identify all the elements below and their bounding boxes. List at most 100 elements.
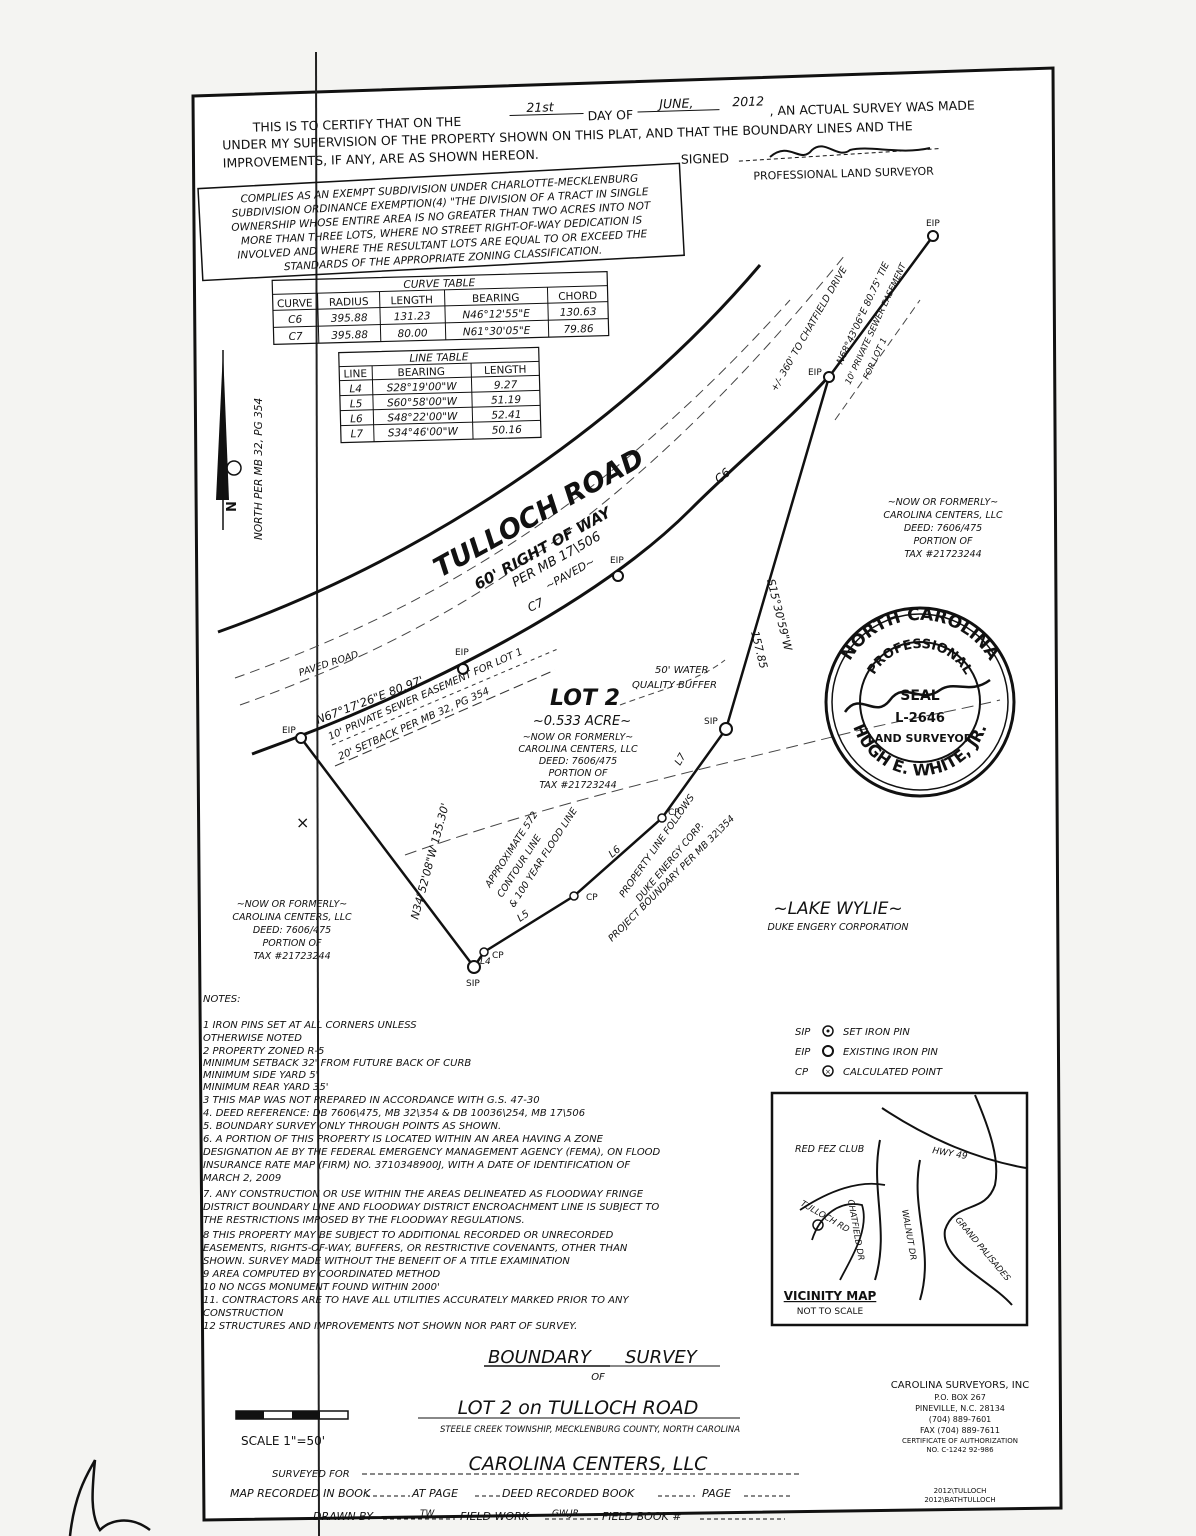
svg-text:THIS IS TO CERTIFY THAT ON THE: THIS IS TO CERTIFY THAT ON THE bbox=[252, 114, 462, 135]
eip-point bbox=[823, 371, 835, 383]
label-cp-3: CP bbox=[492, 951, 504, 961]
sip-point bbox=[467, 960, 481, 974]
scale-label: SCALE 1"=50' bbox=[241, 1434, 325, 1448]
adj-west-0: ~NOW OR FORMERLY~ bbox=[237, 899, 348, 910]
legend-text-1: EXISTING IRON PIN bbox=[843, 1047, 938, 1058]
label-sip-2: SIP bbox=[466, 979, 480, 989]
adjoiner-east: ~NOW OR FORMERLY~ CAROLINA CENTERS, LLC … bbox=[883, 497, 1003, 560]
label-eip-5: EIP bbox=[926, 219, 940, 229]
adj-west-2: DEED: 7606/475 bbox=[253, 925, 331, 936]
x-mark: × bbox=[296, 813, 309, 832]
line-r2-c2: 52.41 bbox=[491, 409, 521, 422]
water-buffer-line bbox=[619, 659, 726, 706]
cp-point bbox=[657, 813, 667, 823]
title-client: CAROLINA CENTERS, LLC bbox=[469, 1453, 708, 1475]
notes: NOTES: 1 IRON PINS SET AT ALL CORNERS UN… bbox=[203, 994, 661, 1332]
label-sip-1: SIP bbox=[704, 717, 718, 727]
eip-point bbox=[927, 230, 939, 242]
curve-r0-c3: N46°12'55"E bbox=[462, 308, 530, 322]
curve-table: CURVE TABLE CURVE RADIUS LENGTH BEARING … bbox=[271, 270, 610, 345]
svg-text:×: × bbox=[825, 1068, 831, 1076]
adj-west-3: PORTION OF bbox=[263, 938, 322, 949]
label-eip-2: EIP bbox=[455, 648, 469, 658]
survey-points: EIP EIP EIP EIP EIP SIP SIP CP CP CP L4 bbox=[282, 219, 940, 989]
north-arrow: N NORTH PER MB 32, PG 354 bbox=[216, 350, 265, 540]
note-13: 7. ANY CONSTRUCTION OR USE WITHIN THE AR… bbox=[203, 1189, 644, 1200]
adj-east-4: TAX #21723244 bbox=[904, 549, 981, 560]
curve-r1-c1: 395.88 bbox=[331, 329, 368, 342]
curve-h-0: CURVE bbox=[277, 297, 313, 310]
curve-r0-c2: 131.23 bbox=[394, 310, 431, 323]
notes-title: NOTES: bbox=[203, 994, 241, 1005]
note-10: DESIGNATION AE BY THE FEDERAL EMERGENCY … bbox=[203, 1147, 661, 1158]
note-7: 4. DEED REFERENCE: DB 7606\475, MB 32\35… bbox=[203, 1108, 585, 1119]
vm-subtitle: NOT TO SCALE bbox=[797, 1307, 864, 1317]
note-12: MARCH 2, 2009 bbox=[203, 1173, 281, 1184]
line-r0-c1: S28°19'00"W bbox=[386, 381, 457, 395]
vm-grand-palisades bbox=[943, 1094, 1013, 1306]
legend: SIP SET IRON PIN EIP EXISTING IRON PIN C… bbox=[795, 1025, 943, 1078]
note-23: 12 STRUCTURES AND IMPROVEMENTS NOT SHOWN… bbox=[203, 1321, 577, 1332]
note-16: 8 THIS PROPERTY MAY BE SUBJECT TO ADDITI… bbox=[203, 1230, 614, 1241]
company-6: NO. C-1242 92-986 bbox=[926, 1446, 994, 1454]
lot-area: ~0.533 ACRE~ bbox=[533, 714, 631, 729]
adj-east-2: DEED: 7606/475 bbox=[904, 523, 982, 534]
note-0: 1 IRON PINS SET AT ALL CORNERS UNLESS bbox=[203, 1020, 417, 1031]
map-recorded: MAP RECORDED IN BOOK bbox=[230, 1487, 371, 1500]
line-table: LINE TABLE LINE BEARING LENGTH L4 S28°19… bbox=[338, 346, 542, 444]
title-lot: LOT 2 on TULLOCH ROAD bbox=[458, 1397, 699, 1419]
note-15: THE RESTRICTIONS IMPOSED BY THE FLOODWAY… bbox=[203, 1215, 525, 1226]
sewer-easement-line bbox=[331, 647, 561, 746]
title-township: STEELE CREEK TOWNSHIP, MECKLENBURG COUNT… bbox=[440, 1425, 740, 1435]
vm-hwy-49 bbox=[881, 1107, 1027, 1169]
eip-symbol-icon bbox=[822, 1045, 834, 1057]
road-north-row-line bbox=[217, 264, 762, 634]
company-5: CERTIFICATE OF AUTHORIZATION bbox=[902, 1437, 1018, 1445]
curve-r0-c4: 130.63 bbox=[560, 306, 597, 319]
seal-land-surveyor: LAND SURVEYOR bbox=[868, 732, 973, 745]
title-survey: SURVEY bbox=[625, 1347, 699, 1368]
cert-text-a: THIS IS TO CERTIFY THAT ON THE bbox=[252, 114, 462, 135]
seal-outer-ring bbox=[824, 606, 1016, 798]
road-south-row-line bbox=[251, 374, 832, 756]
title-block: BOUNDARY SURVEY OF LOT 2 on TULLOCH ROAD… bbox=[230, 1347, 800, 1523]
label-l4: L4 bbox=[480, 957, 491, 967]
note-18: SHOWN. SURVEY MADE WITHOUT THE BENEFIT O… bbox=[203, 1256, 570, 1267]
drawn-by-val: TW bbox=[420, 1509, 435, 1519]
note-3: MINIMUM SETBACK 32' FROM FUTURE BACK OF … bbox=[203, 1058, 471, 1069]
vm-title: VICINITY MAP bbox=[784, 1289, 877, 1303]
eip-point bbox=[612, 570, 624, 582]
vm-site-marker bbox=[812, 1219, 824, 1231]
company-info: CAROLINA SURVEYORS, INC P.O. BOX 267 PIN… bbox=[891, 1380, 1029, 1504]
note-20: 10 NO NCGS MONUMENT FOUND WITHIN 2000' bbox=[203, 1282, 440, 1293]
vm-chatfield bbox=[811, 1203, 865, 1281]
flood-line bbox=[404, 699, 1001, 856]
legend-text-2: CALCULATED POINT bbox=[843, 1067, 943, 1078]
label-c7: C7 bbox=[525, 595, 546, 615]
note-2: 2 PROPERTY ZONED R-5 bbox=[203, 1046, 324, 1057]
line-r2-c0: L6 bbox=[350, 413, 363, 425]
curve-r1-c4: 79.86 bbox=[563, 323, 594, 336]
note-4: MINIMUM SIDE YARD 5' bbox=[203, 1070, 318, 1081]
line-h-1: BEARING bbox=[397, 366, 445, 379]
curve-r0-c1: 395.88 bbox=[331, 312, 368, 325]
cert-day: 21st bbox=[526, 99, 555, 115]
lake-owner: DUKE ENGERY CORPORATION bbox=[768, 922, 909, 933]
cert-text-c: , AN ACTUAL SURVEY WAS MADE bbox=[769, 98, 975, 119]
sip-point bbox=[719, 722, 733, 736]
note-21: 11. CONTRACTORS ARE TO HAVE ALL UTILITIE… bbox=[203, 1295, 629, 1306]
field-book: FIELD BOOK # bbox=[602, 1510, 681, 1523]
margin-initials-mark bbox=[68, 1459, 151, 1536]
setback-line bbox=[334, 669, 556, 767]
vicinity-map: RED FEZ CLUB HWY 49 TULLOCH RD CHATFIELD… bbox=[770, 1091, 1029, 1327]
water-buffer-2: QUALITY BUFFER bbox=[632, 680, 717, 691]
line-r0-c2: 9.27 bbox=[494, 379, 518, 392]
lot-owner-0: ~NOW OR FORMERLY~ bbox=[523, 732, 634, 743]
company-0: CAROLINA SURVEYORS, INC bbox=[891, 1380, 1029, 1391]
line-r1-c0: L5 bbox=[350, 398, 363, 410]
line-table-title: LINE TABLE bbox=[409, 351, 469, 365]
seal-word: SEAL bbox=[900, 688, 939, 704]
seal-number: L-2646 bbox=[895, 711, 945, 726]
note-1: OTHERWISE NOTED bbox=[203, 1033, 302, 1044]
